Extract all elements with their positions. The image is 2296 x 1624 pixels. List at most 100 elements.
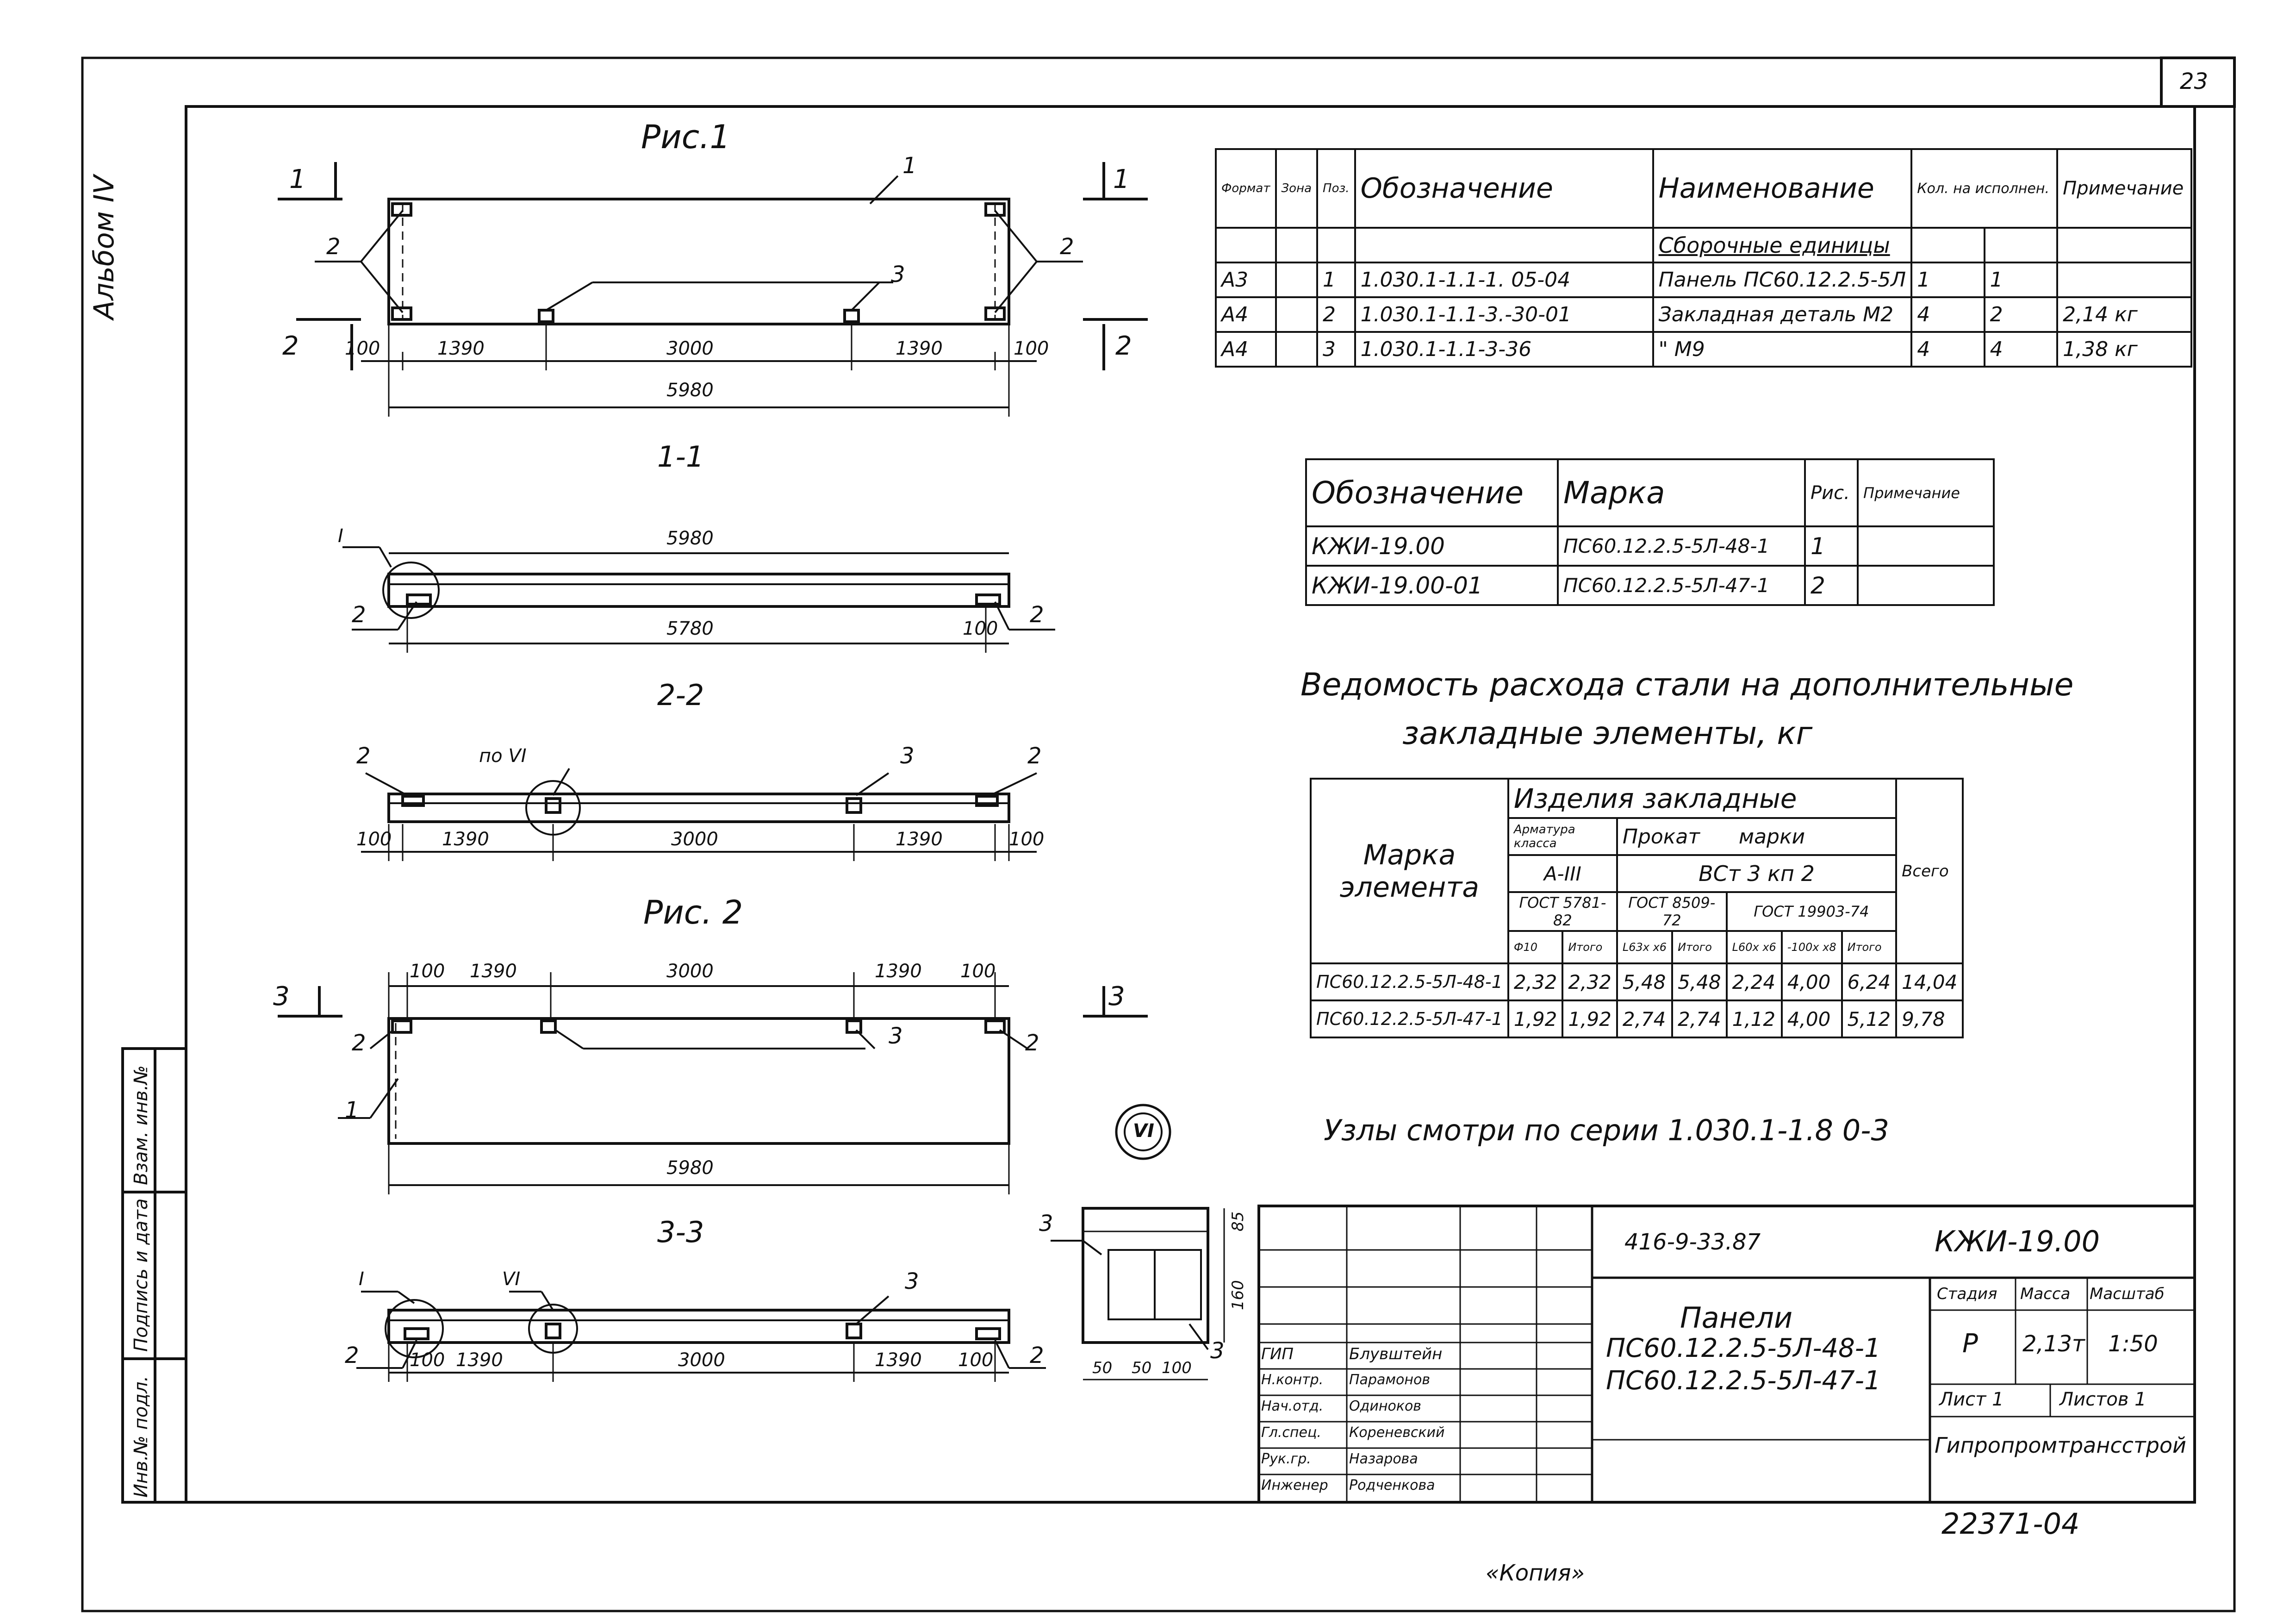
detail-h1: 85 [1229,1211,1247,1231]
tb-panel-1: ПС60.12.2.5-5Л-48-1 [1606,1333,1881,1363]
mark-h-note: Примечание [1857,458,1995,527]
steel-h-group: Изделия закладные [1507,778,1898,819]
outer-frame [81,56,2236,1612]
spec-cell: 2 [1316,296,1356,333]
inner-frame [185,105,2196,1504]
spec-cell: 2,14 кг [2056,296,2192,333]
sec22-dim-4: 100 [1009,829,1045,850]
spec-cell: А3 [1215,262,1277,298]
steel-sub: L63х х6 [1616,930,1674,964]
fig1-title: Рис.1 [641,118,730,156]
tb-project: 416-9-33.87 [1624,1229,1761,1255]
fig1-dim-4: 100 [1014,338,1049,359]
spec-cell: 1 [1983,262,2059,298]
fig2-dim-0: 100 [410,961,445,982]
steel-cell: 2,74 [1616,999,1674,1038]
sec11-mark-2-right: 2 [1030,602,1044,628]
sec33-dim-3: 1390 [875,1349,922,1371]
tb-role: ГИП [1261,1345,1294,1363]
tb-scale: 1:50 [2108,1331,2158,1357]
fig2-dim-1: 1390 [470,961,517,982]
steel-sub: Итого [1671,930,1728,964]
steel-cell: 5,48 [1671,962,1728,1001]
tb-person: Одиноков [1349,1398,1421,1414]
steel-cell: 2,32 [1507,962,1564,1001]
fig1-dim-3: 1390 [896,338,943,359]
tb-person: Блувштейн [1349,1345,1443,1363]
steel-cell: ПС60.12.2.5-5Л-48-1 [1310,962,1509,1001]
spec-cell: 2 [1983,296,2059,333]
nodes-note: Узлы смотри по серии 1.030.1-1.8 0-3 [1324,1113,1889,1147]
detail-h2: 160 [1229,1280,1247,1310]
sec11-top: 5980 [666,528,714,549]
spec-h-zone: Зона [1275,148,1319,229]
steel-row: ПС60.12.2.5-5Л-47-1 1,92 1,92 2,74 2,74 … [1310,999,1964,1038]
sec22-dim-1: 1390 [442,829,489,850]
steel-cell: 14,04 [1895,962,1964,1001]
steel-cell: 1,92 [1562,999,1618,1038]
side-stamp-original: Инв.№ подл. [131,1375,152,1498]
sec22-label-vi: по VI [479,745,527,767]
tb-role: Гл.спец. [1261,1424,1321,1441]
sec22-dim-0: 100 [356,829,392,850]
fig1-dim-1: 1390 [437,338,485,359]
sec33-label-2-left: 2 [345,1343,359,1368]
spec-cell: 1.030.1-1.1-1. 05-04 [1354,262,1654,298]
steel-h-steel: ВСт 3 кп 2 [1616,854,1898,893]
fig2-panel [387,1017,1010,1145]
spec-cell: 1.030.1-1.1-3-36 [1354,331,1654,368]
tb-role: Рук.гр. [1261,1451,1311,1467]
mark-row: КЖИ-19.00-01 ПС60.12.2.5-5Л-47-1 2 [1305,565,1995,606]
tb-role: Н.контр. [1261,1372,1324,1388]
sec11-title: 1-1 [657,440,704,474]
sec33-dim-0: 100 [410,1349,445,1371]
sec22-label-2-right: 2 [1027,743,1042,769]
spec-cell: 1 [1910,262,1985,298]
tb-sheets: Листов 1 [2060,1389,2147,1410]
steel-cell: 1,92 [1507,999,1564,1038]
detail-w-0: 50 [1092,1359,1113,1377]
spec-h-designation: Обозначение [1354,148,1654,229]
mark-cell: КЖИ-19.00 [1305,525,1559,567]
title-block [1257,1205,2196,1504]
mark-h-designation: Обозначение [1305,458,1559,527]
mark-cell [1857,525,1995,567]
spec-table: Формат Зона Поз. Обозначение Наименовани… [1215,148,2192,368]
detail-label-3-bottom: 3 [1210,1338,1225,1364]
steel-cell: 2,24 [1725,962,1783,1001]
steel-cell: 4,00 [1780,962,1843,1001]
mark-row: КЖИ-19.00 ПС60.12.2.5-5Л-48-1 1 [1305,525,1995,567]
fig2-dim-3: 1390 [875,961,922,982]
sec33-dim-1: 1390 [456,1349,503,1371]
sec33-label-vi: VI [502,1268,521,1290]
tb-person: Назарова [1349,1451,1418,1467]
fig2-dim-2: 3000 [666,961,714,982]
tb-name: Панели [1680,1301,1793,1335]
side-stamp-signature: Подпись и дата [131,1198,152,1352]
tb-person: Парамонов [1349,1372,1431,1388]
steel-sub: Итого [1562,930,1618,964]
spec-cell [1275,262,1319,298]
steel-cell: 6,24 [1841,962,1898,1001]
fig1-mark-2-left: 2 [282,331,299,361]
spec-row: А4 3 1.030.1-1.1-3-36 " М9 4 4 1,38 кг [1215,331,2192,368]
tb-scale-h: Масштаб [2090,1285,2165,1303]
sec11-slab [387,573,1010,608]
sec33-dim-2: 3000 [678,1349,725,1371]
steel-sub: Ф10 [1507,930,1564,964]
sec33-slab [387,1309,1010,1344]
fig2-mark-3-left: 3 [273,981,290,1012]
steel-h-total: Всего [1895,778,1964,964]
steel-cell: 2,32 [1562,962,1618,1001]
sec33-label-2-right: 2 [1030,1343,1044,1368]
spec-h-format: Формат [1215,148,1277,229]
sec11-mark-2-left: 2 [352,602,366,628]
spec-cell: Панель ПС60.12.2.5-5Л [1652,262,1913,298]
steel-cell: 1,12 [1725,999,1783,1038]
detail-plate [1082,1207,1209,1344]
tb-sheet: Лист 1 [1939,1389,2004,1410]
steel-cell: 9,78 [1895,999,1964,1038]
bottom-sign: «Копия» [1486,1560,1585,1586]
album-label: Альбом IV [88,175,120,319]
